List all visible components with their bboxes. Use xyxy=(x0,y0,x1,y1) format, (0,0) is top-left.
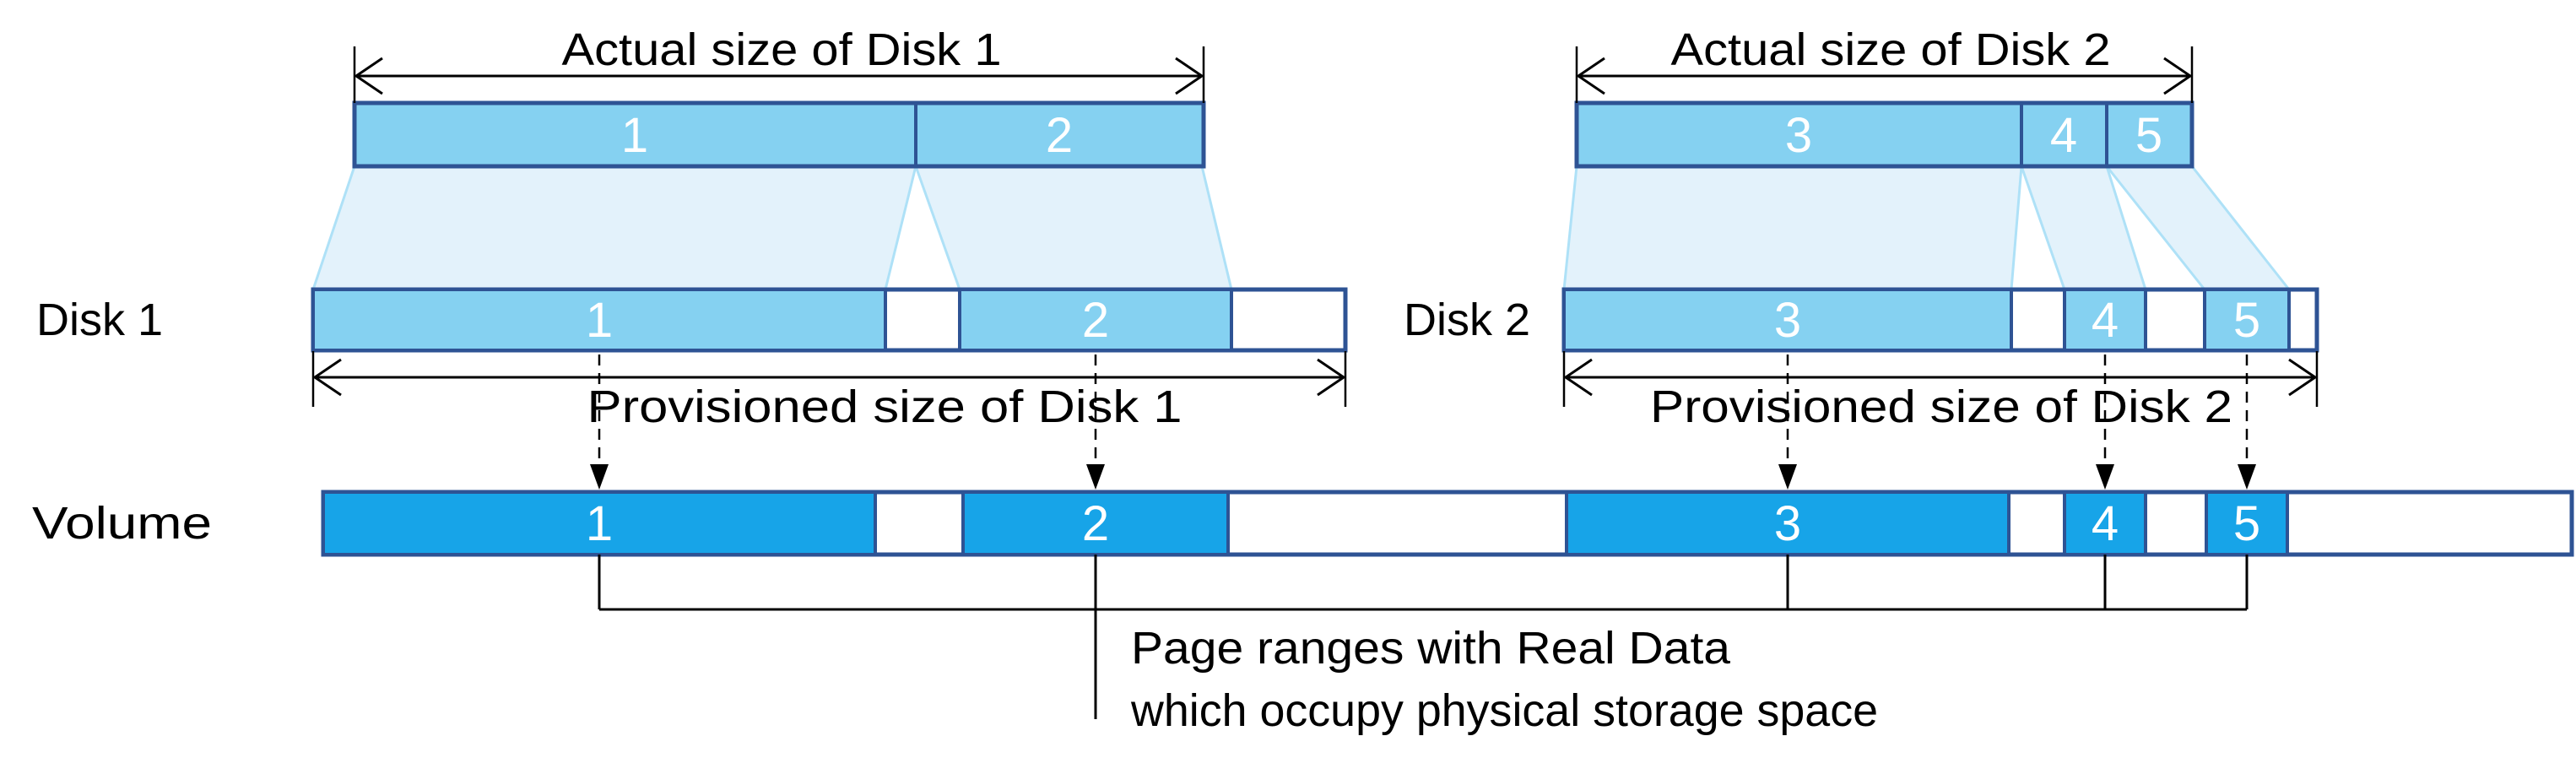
disk2-provisioned-size-arrow xyxy=(1562,351,2319,407)
arrowhead-right xyxy=(2163,57,2193,95)
volume-bar: 1 2 3 4 5 xyxy=(321,490,2574,557)
annotation-line2: which occupy physical storage space xyxy=(1130,685,1878,736)
disk1-actual-seg1-number: 1 xyxy=(621,108,648,163)
arrowhead-right xyxy=(2288,358,2318,397)
disk2-provisioned-seg4 xyxy=(2063,288,2147,352)
page-mapping-arrows xyxy=(590,355,2256,490)
disk1-provisioned-seg1-number: 1 xyxy=(586,293,613,348)
dashed-arrowhead-page3 xyxy=(1778,464,1797,490)
funnel-disk1-seg2 xyxy=(913,165,1233,291)
disk2-provisioned-seg3 xyxy=(1562,288,2013,352)
disk2-actual-seg3-number: 3 xyxy=(1785,108,1812,163)
disk2-provisioned-seg4-number: 4 xyxy=(2092,293,2119,348)
disk1-provisioned-size-arrow xyxy=(311,351,1347,407)
disk2-label: Disk 2 xyxy=(1404,295,1530,345)
disk2-actual-bar: 3 4 5 xyxy=(1574,100,2194,169)
arrowhead-right xyxy=(1175,57,1204,95)
disk1-provisioned-seg2 xyxy=(958,288,1233,352)
funnel-disk1-seg1 xyxy=(311,165,917,291)
disk1-provisioned-size-label: Provisioned size of Disk 1 xyxy=(587,382,1182,432)
volume-seg1-number: 1 xyxy=(586,496,613,551)
disk2-provisioned-bar: 3 4 5 xyxy=(1561,287,2319,353)
disk2-actual-size-arrow: Actual size of Disk 2 xyxy=(1575,24,2194,103)
volume-seg5 xyxy=(2205,490,2289,556)
arrowhead-right xyxy=(1317,358,1346,397)
dashed-arrowhead-page4 xyxy=(2096,464,2114,490)
disk1-actual-bar-rect xyxy=(352,100,1206,169)
volume-seg5-number: 5 xyxy=(2233,496,2260,551)
arrowhead-left xyxy=(1563,358,1593,397)
arrowhead-left xyxy=(1576,57,1605,95)
page-ranges-bracket xyxy=(598,555,2249,719)
dashed-arrowhead-page1 xyxy=(590,464,609,490)
arrowhead-left xyxy=(312,358,342,397)
disk1-actual-bar: 1 2 xyxy=(352,100,1206,169)
disk2-actual-seg4-number: 4 xyxy=(2050,108,2077,163)
disk1-provisioned-seg2-number: 2 xyxy=(1082,293,1109,348)
disk2-actual-bar-rect xyxy=(1574,100,2194,169)
disk1-actual-size-arrow: Actual size of Disk 1 xyxy=(353,24,1205,103)
funnels xyxy=(311,165,2292,291)
annotation-line1: Page ranges with Real Data xyxy=(1131,623,1731,674)
disk2-provisioned-size-label: Provisioned size of Disk 2 xyxy=(1650,382,2232,432)
volume-label: Volume xyxy=(32,498,212,549)
volume-seg2 xyxy=(961,490,1230,556)
arrowhead-left xyxy=(354,57,383,95)
disk1-actual-seg2-number: 2 xyxy=(1046,108,1073,163)
volume-seg4-number: 4 xyxy=(2092,496,2119,551)
disk1-provisioned-seg1 xyxy=(311,288,887,352)
disk1-label: Disk 1 xyxy=(36,295,163,345)
funnel-disk2-seg3 xyxy=(1562,165,2023,291)
dashed-arrowhead-page5 xyxy=(2238,464,2256,490)
volume-seg3 xyxy=(1565,490,2010,556)
dashed-arrowhead-page2 xyxy=(1086,464,1105,490)
disk2-actual-seg5-number: 5 xyxy=(2135,108,2162,163)
disk2-provisioned-seg3-number: 3 xyxy=(1774,293,1801,348)
disk1-actual-size-label: Actual size of Disk 1 xyxy=(562,24,1002,75)
volume-seg3-number: 3 xyxy=(1774,496,1801,551)
disk2-provisioned-seg5-number: 5 xyxy=(2233,293,2260,348)
disk2-provisioned-seg5 xyxy=(2203,288,2291,352)
disk1-provisioned-bar: 1 2 xyxy=(311,287,1348,353)
disk2-actual-size-label: Actual size of Disk 2 xyxy=(1671,24,2111,75)
volume-seg2-number: 2 xyxy=(1082,496,1109,551)
